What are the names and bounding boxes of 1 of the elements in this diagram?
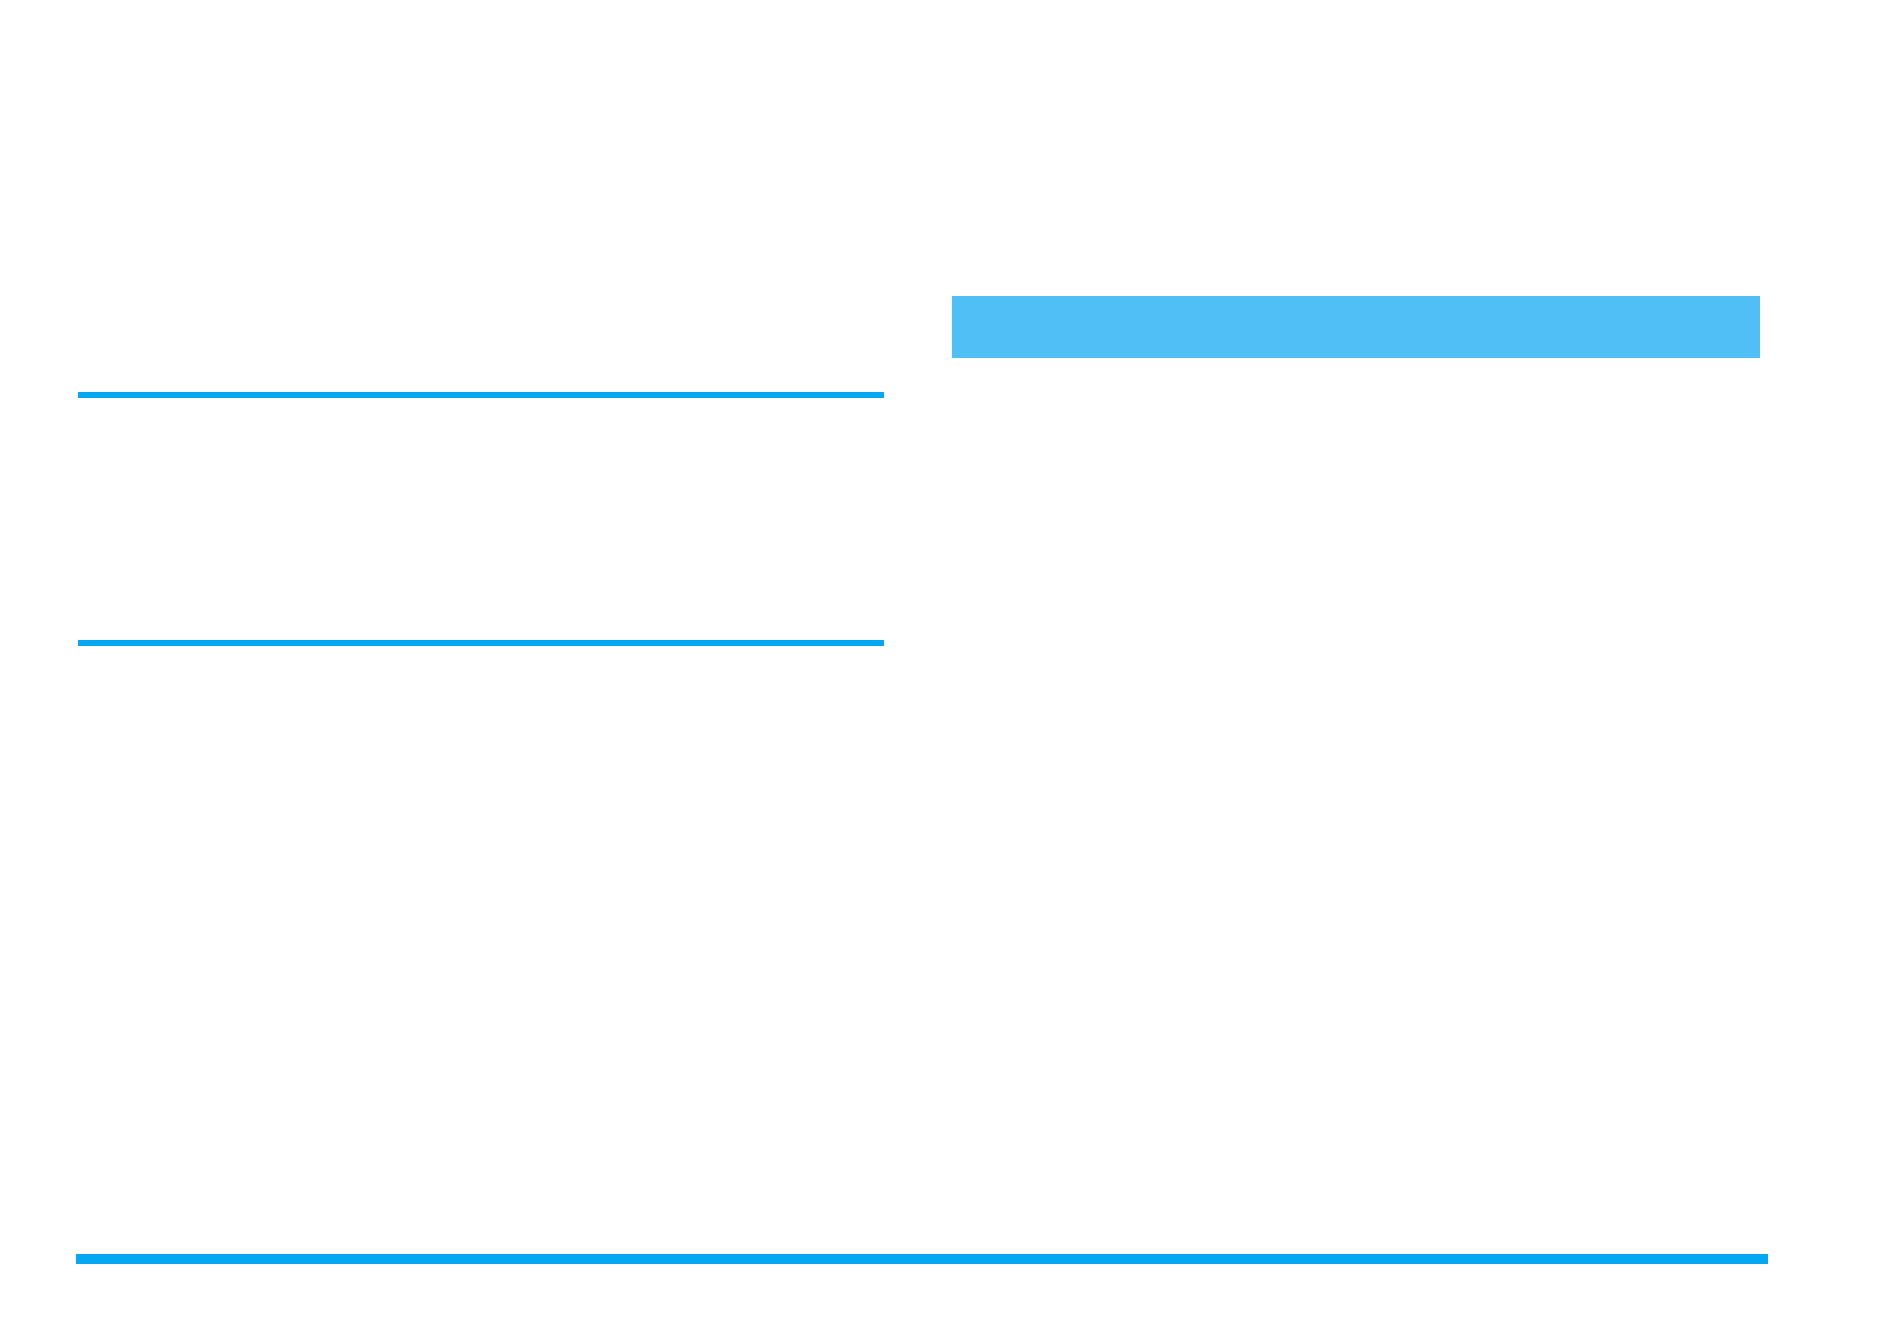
- header-bar: [952, 296, 1760, 358]
